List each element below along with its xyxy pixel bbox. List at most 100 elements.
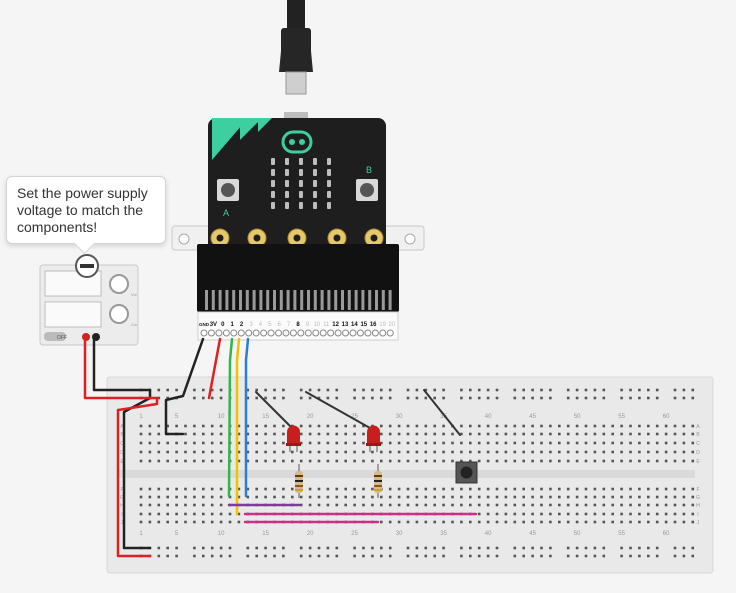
edge-pin-label: 4 <box>259 322 263 328</box>
wire-black-led1[interactable] <box>255 391 293 429</box>
column-number: 15 <box>262 414 269 420</box>
column-number: 35 <box>440 531 447 537</box>
edge-connector-holes[interactable] <box>200 329 394 337</box>
column-number: 40 <box>485 414 492 420</box>
column-number: 1 <box>139 531 143 537</box>
row-letter: F <box>120 487 123 493</box>
row-letter: I <box>121 512 122 518</box>
row-letter: D <box>696 450 700 456</box>
row-letter: A <box>120 424 124 430</box>
edge-pin-label: 1 <box>231 322 235 328</box>
column-number: 20 <box>307 414 314 420</box>
wire-yellow-pin1[interactable] <box>235 337 241 516</box>
column-number: 45 <box>529 531 536 537</box>
power-switch-label: OFF <box>57 335 67 341</box>
edge-pin-label: 19 <box>379 322 386 328</box>
voltage-knob[interactable] <box>109 274 129 294</box>
edge-pin-label: 3V <box>210 322 217 328</box>
led-2[interactable] <box>366 425 381 453</box>
edge-pin-label: 9 <box>306 322 310 328</box>
button-a-label: A <box>223 208 229 218</box>
column-number: 30 <box>396 414 403 420</box>
edge-pin-label: 14 <box>351 322 358 328</box>
row-letter: E <box>120 459 124 465</box>
column-number: 40 <box>485 531 492 537</box>
row-letter: J <box>121 520 124 526</box>
power-supply[interactable]: Vol Cur OFF <box>39 254 139 346</box>
column-number: 35 <box>440 414 447 420</box>
resistor-1[interactable] <box>295 464 303 498</box>
row-letter: I <box>697 512 698 518</box>
edge-pin-label: 15 <box>360 322 367 328</box>
column-number: 45 <box>529 414 536 420</box>
edge-pin-label: 7 <box>287 322 291 328</box>
edge-pads[interactable] <box>210 228 384 248</box>
tooltip-text: Set the power supply voltage to match th… <box>17 185 148 235</box>
edge-pin-label: 20 <box>389 322 396 328</box>
wire-red-3v[interactable] <box>207 337 222 400</box>
column-number: 5 <box>175 531 179 537</box>
led-matrix <box>271 158 331 209</box>
edge-pin-label: 16 <box>370 322 377 328</box>
row-letter: H <box>120 503 124 509</box>
edge-pin-label: 2 <box>240 322 244 328</box>
edge-pin-label: 5 <box>268 322 272 328</box>
row-letter: D <box>120 450 124 456</box>
wire-black-button[interactable] <box>423 389 461 436</box>
button-b-label: B <box>366 165 372 175</box>
edge-pin-label: 8 <box>296 322 300 328</box>
column-number: 55 <box>618 531 625 537</box>
row-letter: G <box>120 495 124 501</box>
wire-black-gnd[interactable] <box>164 337 205 436</box>
button-b[interactable] <box>356 179 378 201</box>
column-number: 5 <box>175 414 179 420</box>
row-letter: H <box>696 503 700 509</box>
voltage-knob-label: Vol <box>131 292 137 297</box>
edge-pin-label: 13 <box>342 322 349 328</box>
edge-pin-label: 3 <box>249 322 253 328</box>
column-number: 50 <box>574 531 581 537</box>
wire-black-led2[interactable] <box>305 391 371 429</box>
edge-pin-label: GND <box>199 322 210 327</box>
wire-blue-pin2[interactable] <box>244 337 250 498</box>
power-switch[interactable] <box>44 332 66 341</box>
column-number: 15 <box>262 531 269 537</box>
column-number: 55 <box>618 414 625 420</box>
edge-connector-fingers <box>205 290 392 310</box>
current-knob-label: Cur <box>131 322 138 327</box>
led-1[interactable] <box>286 425 301 453</box>
wire-green-pin0[interactable] <box>227 337 234 498</box>
column-number: 1 <box>139 414 143 420</box>
pushbutton[interactable] <box>455 461 478 484</box>
button-a[interactable] <box>217 179 239 201</box>
column-number: 60 <box>663 414 670 420</box>
row-letter: J <box>697 520 700 526</box>
column-number: 60 <box>663 531 670 537</box>
row-letter: C <box>696 441 700 447</box>
column-number: 20 <box>307 531 314 537</box>
column-number: 30 <box>396 531 403 537</box>
wires[interactable] <box>83 336 478 558</box>
edge-pin-label: 0 <box>221 322 225 328</box>
row-letter: C <box>120 441 124 447</box>
row-letter: E <box>696 459 700 465</box>
row-letter: A <box>696 424 700 430</box>
edge-pin-label: 10 <box>313 322 320 328</box>
wire-red-supply[interactable] <box>83 336 159 558</box>
column-number: 50 <box>574 414 581 420</box>
column-number: 10 <box>218 414 225 420</box>
power-supply-tooltip: Set the power supply voltage to match th… <box>6 176 166 244</box>
row-letter: G <box>696 495 700 501</box>
resistor-2[interactable] <box>374 464 382 498</box>
edge-pin-label: 11 <box>323 322 330 328</box>
usb-cable[interactable] <box>279 0 313 122</box>
edge-pin-label: 12 <box>332 322 339 328</box>
current-knob[interactable] <box>109 304 129 324</box>
